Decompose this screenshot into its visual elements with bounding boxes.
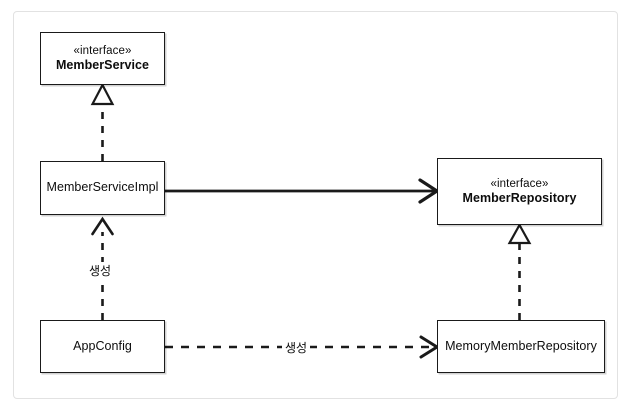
edge-memory-realizes-repository	[507, 222, 532, 320]
node-member-repository[interactable]: «interface» MemberRepository	[437, 158, 602, 225]
edge-impl-realizes-service	[90, 82, 115, 161]
node-memory-member-repository[interactable]: MemoryMemberRepository	[437, 320, 605, 373]
node-memory-member-repository-name: MemoryMemberRepository	[445, 338, 597, 353]
node-app-config-name: AppConfig	[73, 338, 132, 353]
edge-label-appconfig-creates-impl: 생성	[86, 262, 115, 279]
edge-impl-uses-repository	[165, 178, 440, 204]
node-member-repository-stereotype: «interface»	[490, 177, 549, 190]
node-member-service-impl-name: MemberServiceImpl	[46, 180, 159, 195]
node-member-service-impl[interactable]: MemberServiceImpl	[40, 161, 165, 215]
node-member-service-name: MemberService	[55, 57, 150, 72]
node-member-service[interactable]: «interface» MemberService	[40, 32, 165, 85]
node-member-repository-name: MemberRepository	[462, 190, 577, 205]
edge-label-appconfig-creates-memory: 생성	[282, 339, 311, 356]
node-member-service-stereotype: «interface»	[73, 44, 132, 57]
node-app-config[interactable]: AppConfig	[40, 320, 165, 373]
